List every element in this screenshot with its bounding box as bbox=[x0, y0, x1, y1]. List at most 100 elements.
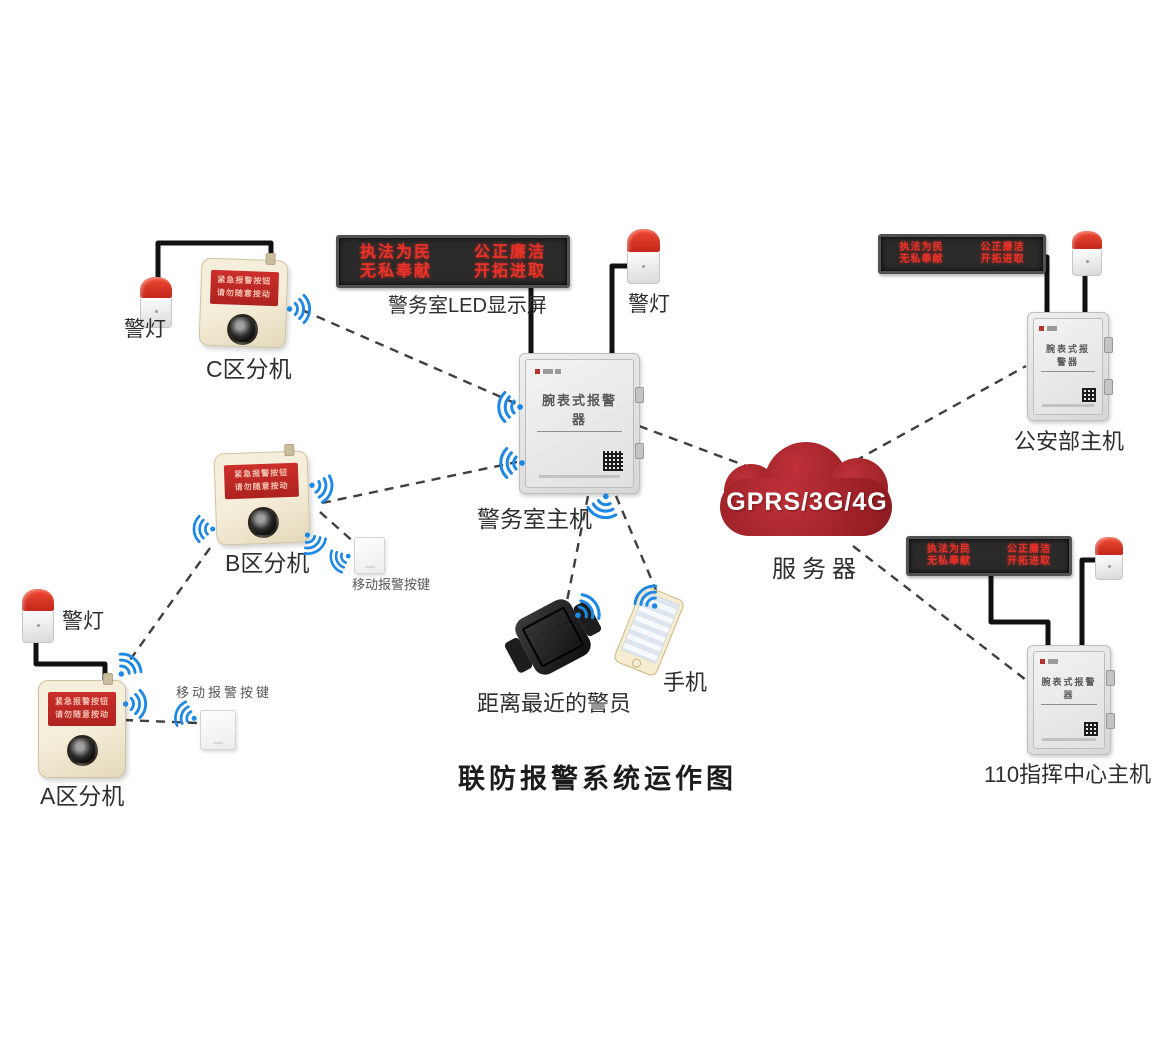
warning-plate: 紧急报警按钮 请勿随意按动 bbox=[224, 462, 299, 499]
led-line: 无私奉献 bbox=[359, 262, 432, 280]
psb-host-label: 公安部主机 bbox=[1014, 429, 1125, 454]
mobile-alarm-button-b bbox=[354, 537, 385, 574]
hinge bbox=[1106, 669, 1115, 686]
brand-logo bbox=[534, 368, 561, 374]
fine-print-line bbox=[1042, 738, 1096, 742]
link-zoneB-zoneA bbox=[129, 547, 211, 661]
zone-b-device: 紧急报警按钮 请勿随意按动 bbox=[213, 443, 311, 546]
zone-c-label: C区分机 bbox=[206, 356, 292, 382]
link-zoneB-host bbox=[321, 460, 518, 505]
led-line: 开拓进取 bbox=[1007, 556, 1051, 567]
zone-b-label: B区分机 bbox=[225, 550, 310, 576]
police-room-host-label: 警务室主机 bbox=[477, 506, 592, 532]
alarm-light-command bbox=[1095, 537, 1123, 580]
led-police-room-label: 警务室LED显示屏 bbox=[388, 295, 547, 317]
strobe-body bbox=[627, 251, 660, 284]
strobe-body bbox=[1072, 249, 1102, 276]
alarm-light-a-label: 警灯 bbox=[62, 610, 104, 633]
qr-code-icon bbox=[1083, 721, 1098, 736]
command-host-device: 腕表式报警器 bbox=[1027, 645, 1115, 755]
button-slot bbox=[364, 566, 375, 568]
hinge bbox=[635, 442, 644, 459]
link-zoneC-host bbox=[301, 308, 518, 406]
hinge bbox=[1104, 336, 1113, 353]
alarm-light-zone-a bbox=[22, 589, 54, 643]
alarm-light-center bbox=[627, 229, 660, 284]
wifi-icon-zone-a-right bbox=[120, 688, 152, 720]
fine-print-line bbox=[538, 475, 621, 479]
alarm-light-center-label: 警灯 bbox=[628, 293, 670, 316]
led-screen: 执法为民 公正廉洁 无私奉献 开拓进取 bbox=[881, 237, 1043, 271]
strobe-body bbox=[140, 298, 172, 328]
strobe-dome bbox=[1072, 231, 1102, 250]
hinge bbox=[1106, 712, 1115, 729]
cloud-base bbox=[720, 478, 892, 536]
led-display-psb: 执法为民 公正廉洁 无私奉献 开拓进取 bbox=[878, 234, 1046, 274]
wifi-icon-zone-b-left bbox=[188, 514, 218, 544]
zone-a-device: 紧急报警按钮 请勿随意按动 bbox=[38, 673, 126, 778]
led-line: 开拓进取 bbox=[473, 262, 546, 280]
cable-ledBR-cmdhost bbox=[988, 569, 1051, 646]
cabinet-title: 腕表式报警器 bbox=[1040, 342, 1096, 372]
cable-lightA-zoneA bbox=[33, 641, 108, 682]
led-line: 开拓进取 bbox=[980, 254, 1025, 265]
server-label: 服务器 bbox=[772, 556, 862, 583]
antenna-stub bbox=[103, 673, 113, 685]
plate-line-2: 请勿随意按动 bbox=[216, 287, 271, 299]
brand-logo bbox=[1039, 325, 1058, 331]
nearest-officer-label: 距离最近的警员 bbox=[477, 691, 632, 716]
led-screen: 执法为民 公正廉洁 无私奉献 开拓进取 bbox=[909, 539, 1069, 573]
fine-print-line bbox=[1042, 404, 1094, 408]
mobile-button-a-label: 移动报警按键 bbox=[176, 685, 273, 700]
antenna-stub bbox=[284, 443, 295, 457]
led-display-police-room: 执法为民 公正廉洁 无私奉献 开拓进取 bbox=[336, 235, 570, 288]
camera-lens-icon bbox=[226, 313, 259, 346]
strobe-body bbox=[1095, 554, 1123, 580]
plate-line-2: 请勿随意按动 bbox=[54, 709, 109, 719]
cloud-network-text: GPRS/3G/4G bbox=[726, 488, 888, 516]
mobile-alarm-button-a bbox=[200, 710, 236, 750]
strobe-dome bbox=[627, 229, 660, 252]
led-screen: 执法为民 公正廉洁 无私奉献 开拓进取 bbox=[339, 238, 567, 285]
gprs-cloud-server: GPRS/3G/4G bbox=[720, 442, 894, 538]
led-line: 执法为民 bbox=[899, 242, 944, 253]
alarm-light-zone-c bbox=[140, 277, 172, 328]
hinge bbox=[1104, 379, 1113, 396]
strobe-dome bbox=[22, 589, 54, 612]
qr-code-icon bbox=[603, 450, 624, 471]
led-line: 执法为民 bbox=[359, 243, 432, 261]
qr-code-icon bbox=[1081, 387, 1096, 402]
cabinet-title: 腕表式报警器 bbox=[536, 390, 623, 433]
led-display-command: 执法为民 公正廉洁 无私奉献 开拓进取 bbox=[906, 536, 1072, 576]
plate-line-1: 紧急报警按钮 bbox=[54, 697, 109, 706]
wifi-icon-button-a bbox=[166, 696, 204, 734]
wifi-icon-host-left-bottom bbox=[494, 446, 528, 480]
strobe-body bbox=[22, 611, 54, 643]
phone-label: 手机 bbox=[663, 670, 708, 695]
strobe-dome bbox=[1095, 537, 1123, 555]
zone-c-device: 紧急报警按钮 请勿随意按动 bbox=[198, 252, 289, 349]
led-line: 无私奉献 bbox=[899, 254, 944, 265]
led-line: 执法为民 bbox=[927, 544, 971, 555]
led-line: 无私奉献 bbox=[927, 556, 971, 567]
cabinet-panel: 腕表式报警器 bbox=[1033, 318, 1103, 415]
led-line: 公正廉洁 bbox=[473, 243, 546, 261]
cabinet-panel: 腕表式报警器 bbox=[525, 359, 634, 488]
warning-plate: 紧急报警按钮 请勿随意按动 bbox=[47, 692, 117, 726]
camera-lens-icon bbox=[246, 506, 279, 539]
command-host-label: 110指挥中心主机 bbox=[984, 762, 1152, 787]
wifi-icon-host-left-top bbox=[492, 390, 526, 424]
cabinet-panel: 腕表式报警器 bbox=[1033, 651, 1105, 749]
button-slot bbox=[213, 742, 223, 744]
camera-lens-icon bbox=[66, 734, 98, 766]
diagram-title: 联防报警系统运作图 bbox=[458, 764, 737, 794]
cabinet-title: 腕表式报警器 bbox=[1041, 675, 1097, 706]
hinge bbox=[635, 387, 644, 404]
led-line: 公正廉洁 bbox=[980, 242, 1025, 253]
mobile-button-b-label: 移动报警按键 bbox=[352, 577, 431, 592]
psb-host-device: 腕表式报警器 bbox=[1027, 312, 1113, 421]
brand-logo bbox=[1039, 658, 1058, 664]
police-room-host-device: 腕表式报警器 bbox=[519, 353, 644, 494]
alarm-light-psb bbox=[1072, 231, 1102, 276]
